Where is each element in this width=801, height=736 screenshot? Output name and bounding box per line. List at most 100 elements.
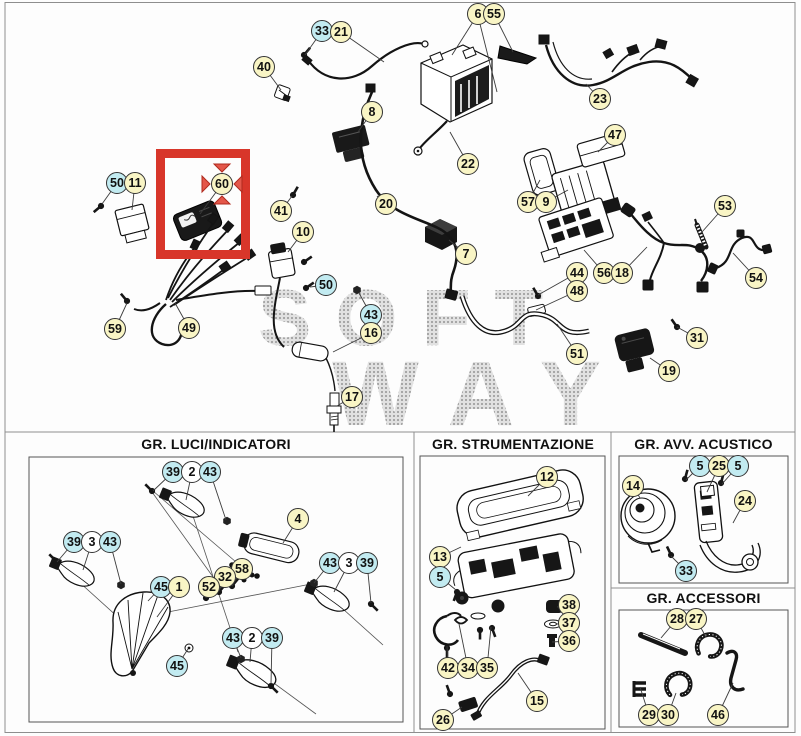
wedge-55-part[interactable] [497,45,538,65]
clamp-34-part[interactable] [453,616,469,625]
callout-31[interactable]: 31 [686,327,708,349]
callout-10[interactable]: 10 [292,221,314,243]
callout-43[interactable]: 43 [99,531,121,553]
callout-18[interactable]: 18 [611,262,633,284]
callout-12[interactable]: 12 [536,466,558,488]
bolt-31-part[interactable] [669,317,682,332]
callout-55[interactable]: 55 [483,3,505,25]
callout-33[interactable]: 33 [311,20,333,42]
callout-5[interactable]: 5 [429,566,451,588]
bolt-39-part[interactable] [143,482,157,496]
callout-48[interactable]: 48 [566,280,588,302]
tail-light-4-part[interactable] [229,530,301,579]
callout-22[interactable]: 22 [457,153,479,175]
spring-53-part[interactable] [694,218,709,250]
callout-53[interactable]: 53 [714,195,736,217]
callout-47[interactable]: 47 [604,124,626,146]
callout-26[interactable]: 26 [432,709,454,731]
cable-guide-27-part[interactable] [696,632,723,658]
callout-19[interactable]: 19 [658,360,680,382]
bulb-45-part[interactable] [184,643,194,653]
relay-8-part[interactable] [332,124,373,163]
bolt-41-part[interactable] [288,185,301,200]
callout-54[interactable]: 54 [745,267,767,289]
bolt-39-part[interactable] [366,599,380,613]
nut-part[interactable] [117,580,125,590]
dashboard-12-part[interactable] [453,466,587,542]
bracket-57-part[interactable] [522,147,560,197]
coil-10-part[interactable] [267,241,336,392]
callout-13[interactable]: 13 [429,546,451,568]
callout-39[interactable]: 39 [261,627,283,649]
bracket-42-part[interactable] [432,612,462,646]
cable-21-part[interactable] [301,40,429,80]
harness-23-part[interactable] [538,34,700,88]
callout-2[interactable]: 2 [241,627,263,649]
callout-59[interactable]: 59 [104,318,126,340]
clamp-40-part[interactable] [274,84,291,103]
callout-39[interactable]: 39 [162,461,184,483]
callout-43[interactable]: 43 [199,461,221,483]
bolt-50-part[interactable] [91,201,106,215]
callout-52[interactable]: 52 [198,576,220,598]
callout-39[interactable]: 39 [63,531,85,553]
callout-23[interactable]: 23 [589,88,611,110]
highlight-box[interactable] [156,149,250,259]
horn-14-part[interactable] [620,488,676,553]
screw-50b-part[interactable] [299,254,314,267]
callout-42[interactable]: 42 [437,657,459,679]
callout-50[interactable]: 50 [315,274,337,296]
callout-16[interactable]: 16 [360,322,382,344]
bolt-33b-part[interactable] [664,545,676,560]
callout-24[interactable]: 24 [734,490,756,512]
callout-7[interactable]: 7 [455,243,477,265]
callout-58[interactable]: 58 [231,558,253,580]
callout-40[interactable]: 40 [253,56,275,78]
nut-43-part[interactable] [353,285,361,295]
strap-28-part[interactable] [638,632,688,656]
callout-37[interactable]: 37 [558,612,580,634]
callout-41[interactable]: 41 [270,200,292,222]
callout-14[interactable]: 14 [622,475,644,497]
cable-54-part[interactable] [707,229,773,275]
indicator-lamp-part[interactable] [300,577,354,616]
callout-11[interactable]: 11 [124,172,146,194]
callout-17[interactable]: 17 [341,386,363,408]
callout-43[interactable]: 43 [360,304,382,326]
spark-plug-17-part[interactable] [326,392,342,432]
callout-33[interactable]: 33 [675,560,697,582]
cable-guide-30-part[interactable] [665,672,691,696]
harness-18-part[interactable] [620,202,709,293]
battery-part[interactable] [420,23,498,123]
callout-21[interactable]: 21 [330,21,352,43]
callout-5[interactable]: 5 [727,455,749,477]
screw-5-part[interactable] [681,469,691,483]
headlight-1-part[interactable] [110,591,171,677]
bracket-46-part[interactable] [725,649,745,692]
cable-22-part[interactable] [413,120,448,156]
nut-part[interactable] [223,516,231,526]
callout-49[interactable]: 49 [178,317,200,339]
fusebox-56-part[interactable] [531,197,615,263]
callout-8[interactable]: 8 [361,101,383,123]
callout-35[interactable]: 35 [476,657,498,679]
callout-60[interactable]: 60 [211,173,233,195]
switch-19-part[interactable] [614,327,658,374]
callout-20[interactable]: 20 [375,193,397,215]
connector-26-part[interactable] [443,684,479,712]
callout-15[interactable]: 15 [526,690,548,712]
callout-27[interactable]: 27 [685,608,707,630]
callout-45[interactable]: 45 [150,576,172,598]
callout-36[interactable]: 36 [558,630,580,652]
ecu-60-part[interactable] [172,199,223,241]
cable-15-part[interactable] [470,653,550,721]
callout-39[interactable]: 39 [356,552,378,574]
clip-29-part[interactable] [632,681,646,697]
callout-4[interactable]: 4 [287,508,309,530]
cable-20-part[interactable] [359,83,459,301]
callout-9[interactable]: 9 [535,191,557,213]
dash-mounts-part[interactable] [450,588,505,640]
callout-45[interactable]: 45 [166,655,188,677]
cable-51-part[interactable] [459,295,590,335]
callout-1[interactable]: 1 [168,576,190,598]
